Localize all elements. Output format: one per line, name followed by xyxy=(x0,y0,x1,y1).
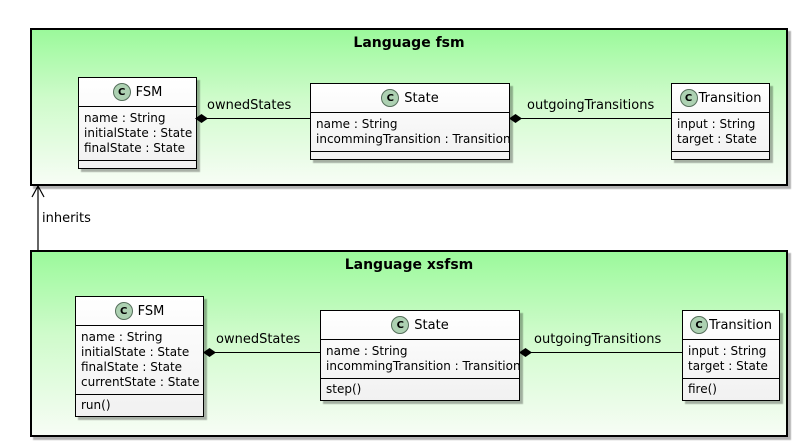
class-circle-icon: C xyxy=(114,302,133,320)
attribute: input : String xyxy=(677,117,756,131)
class-methods xyxy=(311,152,509,159)
attribute: currentState : State xyxy=(81,375,200,389)
edge-ownedstates-line xyxy=(196,118,310,119)
attribute: finalState : State xyxy=(84,141,186,155)
class-transition: C Transition input : String target : Sta… xyxy=(671,83,770,160)
class-circle-icon: C xyxy=(391,316,410,334)
attribute: target : State xyxy=(677,132,757,146)
package-title: Language xsfsm xyxy=(344,257,474,273)
inherits-arrow-icon xyxy=(31,184,45,250)
attribute: input : String xyxy=(688,344,767,358)
class-methods: fire() xyxy=(683,379,779,400)
attribute: incommingTransition : Transition xyxy=(316,132,511,146)
class-header: C Transition xyxy=(672,84,769,113)
class-header: C State xyxy=(311,84,509,113)
class-fsm: C FSM name : String initialState : State… xyxy=(78,77,197,169)
composition-diamond-icon xyxy=(519,348,532,357)
edge-label: outgoingTransitions xyxy=(534,332,662,347)
class-header: C Transition xyxy=(683,311,779,340)
attribute: name : String xyxy=(84,111,166,125)
class-methods: step() xyxy=(321,379,519,400)
class-name: Transition xyxy=(698,90,762,106)
method: fire() xyxy=(688,382,717,396)
edge-label: ownedStates xyxy=(216,332,301,347)
edge-outgoingtransitions-line xyxy=(510,118,671,119)
edge-label: outgoingTransitions xyxy=(527,98,655,113)
class-name: FSM xyxy=(137,303,165,319)
class-attributes: name : String incommingTransition : Tran… xyxy=(321,340,521,379)
class-attributes: name : String incommingTransition : Tran… xyxy=(311,113,511,152)
composition-diamond-icon xyxy=(195,114,208,123)
composition-diamond-icon xyxy=(509,114,522,123)
attribute: finalState : State xyxy=(81,360,183,374)
attribute: initialState : State xyxy=(81,345,190,359)
class-attributes: name : String initialState : State final… xyxy=(76,326,203,395)
method: step() xyxy=(326,382,362,396)
class-methods xyxy=(672,152,769,159)
class-name: FSM xyxy=(135,84,163,100)
package-title: Language fsm xyxy=(353,35,465,51)
class-header: C FSM xyxy=(76,297,203,326)
class-circle-icon: C xyxy=(690,316,709,334)
class-circle-icon: C xyxy=(112,83,131,101)
attribute: initialState : State xyxy=(84,126,193,140)
class-methods xyxy=(79,161,196,168)
class-name: State xyxy=(414,317,449,333)
class-state: C State name : String incommingTransitio… xyxy=(310,83,511,160)
class-attributes: name : String initialState : State final… xyxy=(79,107,196,161)
edge-label: ownedStates xyxy=(207,98,292,113)
class-circle-icon: C xyxy=(679,89,698,107)
class-transition: C Transition input : String target : Sta… xyxy=(682,310,780,401)
attribute: incommingTransition : Transition xyxy=(326,359,521,373)
class-fsm: C FSM name : String initialState : State… xyxy=(75,296,204,417)
attribute: name : String xyxy=(316,117,398,131)
class-name: Transition xyxy=(709,317,772,333)
attribute: name : String xyxy=(326,344,408,358)
edge-outgoingtransitions-line xyxy=(520,352,682,353)
class-header: C FSM xyxy=(79,78,196,107)
edge-ownedstates-line xyxy=(204,352,320,353)
class-name: State xyxy=(404,90,439,106)
class-attributes: input : String target : State xyxy=(672,113,769,152)
attribute: target : State xyxy=(688,359,768,373)
class-header: C State xyxy=(321,311,519,340)
class-attributes: input : String target : State xyxy=(683,340,779,379)
method: run() xyxy=(81,398,111,412)
class-methods: run() xyxy=(76,395,203,416)
attribute: name : String xyxy=(81,330,163,344)
class-circle-icon: C xyxy=(381,89,400,107)
class-state: C State name : String incommingTransitio… xyxy=(320,310,521,401)
composition-diamond-icon xyxy=(203,348,216,357)
relation-label: inherits xyxy=(42,211,91,226)
